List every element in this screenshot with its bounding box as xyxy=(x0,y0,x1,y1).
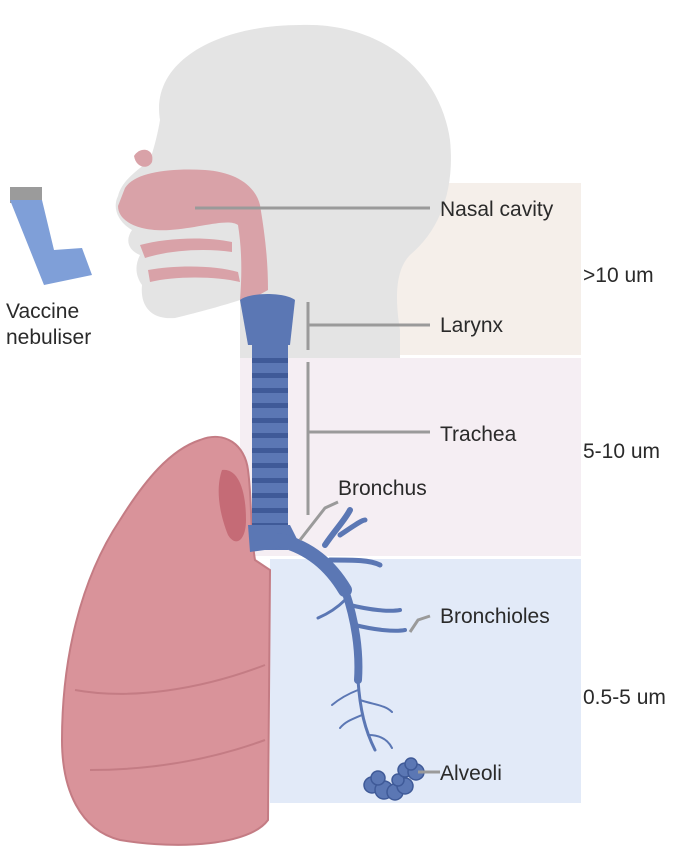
zone-lower-background xyxy=(270,559,581,803)
zone-upper-size-label: >10 um xyxy=(583,265,654,286)
nebuliser-label: Vaccine nebuliser xyxy=(6,299,91,350)
zone-middle-size-label: 5-10 um xyxy=(583,441,660,462)
trachea-label: Trachea xyxy=(440,424,516,445)
bronchioles-label: Bronchioles xyxy=(440,606,550,627)
nostril-top xyxy=(134,150,152,167)
bronchus-label: Bronchus xyxy=(338,478,427,499)
nasal-cavity-label: Nasal cavity xyxy=(440,199,553,220)
nebuliser-label-line1: Vaccine xyxy=(6,299,91,325)
alveoli-label: Alveoli xyxy=(440,763,502,784)
larynx-label: Larynx xyxy=(440,315,503,336)
inhaler-icon xyxy=(10,187,92,285)
nebuliser-label-line2: nebuliser xyxy=(6,325,91,351)
zone-lower-size-label: 0.5-5 um xyxy=(583,687,666,708)
zone-middle-background xyxy=(240,358,581,556)
